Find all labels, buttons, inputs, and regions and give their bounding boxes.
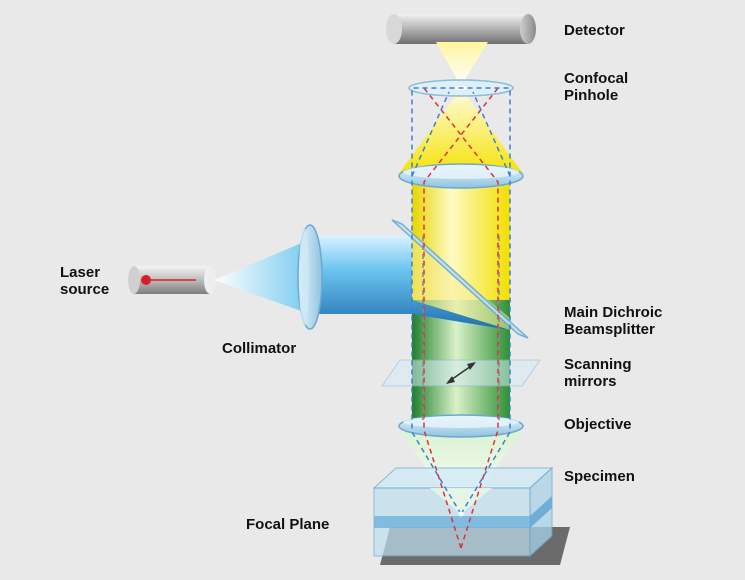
- emission-ray-left: [411, 87, 462, 515]
- excitation-ray-right: [423, 87, 499, 549]
- focal-cone-tip: [430, 488, 492, 514]
- objective-lens-face: [403, 416, 519, 428]
- focal-point: [458, 511, 464, 517]
- label-focal-plane: Focal Plane: [246, 516, 330, 533]
- detector-light-beam: [436, 42, 488, 86]
- emission-cone: [400, 88, 522, 172]
- tube-lens-face: [403, 165, 519, 179]
- label-scanning-mirrors: Scanning mirrors: [564, 356, 632, 390]
- tube-lens: [398, 163, 524, 189]
- laser-right-cap: [204, 266, 216, 294]
- emission-ray-right: [460, 87, 511, 515]
- detector: [386, 14, 536, 44]
- label-objective: Objective: [564, 416, 632, 433]
- collimator-lens: [297, 224, 323, 330]
- ray-paths: [411, 87, 511, 549]
- label-collimator: Collimator: [222, 340, 297, 357]
- scanning-mirrors: [381, 359, 541, 387]
- excitation-ray-left: [423, 87, 499, 549]
- detector-body: [394, 14, 528, 44]
- emission-ray-right-top: [472, 91, 511, 177]
- laser-source: [128, 266, 216, 294]
- specimen-box: [372, 466, 570, 565]
- excitation-beam: [312, 236, 510, 330]
- label-confocal-pinhole: Confocal Pinhole: [564, 70, 629, 104]
- emission-ray-left-top: [411, 91, 450, 177]
- laser-left-cap: [128, 266, 140, 294]
- collimator-lens-face: [299, 227, 309, 327]
- focal-plane-layer-side: [530, 496, 552, 528]
- label-main-dichroic-beamsplitter: Main Dichroic Beamsplitter: [564, 304, 663, 338]
- laser-expansion-cone: [214, 242, 304, 312]
- label-specimen: Specimen: [564, 468, 635, 485]
- focal-plane-layer: [374, 516, 530, 528]
- dichroic-plate: [391, 219, 529, 339]
- scan-arrow-head-down: [446, 376, 455, 384]
- objective-lens: [398, 414, 524, 438]
- detector-right-cap: [520, 14, 536, 44]
- label-laser-source: Laser source: [60, 264, 110, 298]
- main-dichroic-beamsplitter: [391, 219, 529, 339]
- scan-arrow-head-up: [467, 362, 476, 370]
- label-detector: Detector: [564, 22, 625, 39]
- specimen-top: [372, 467, 554, 489]
- detector-left-cap: [386, 14, 402, 44]
